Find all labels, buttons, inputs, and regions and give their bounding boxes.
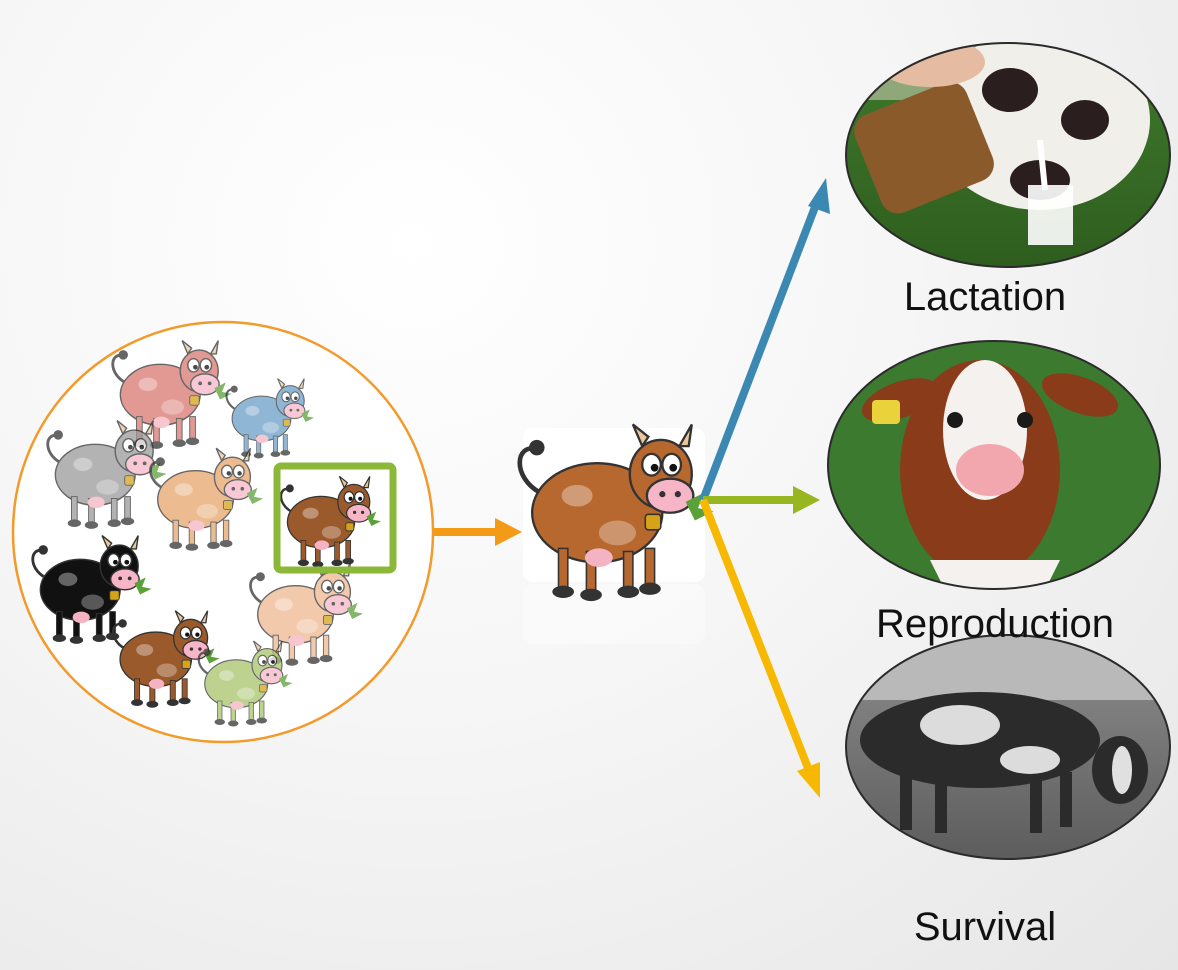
label-lactation: Lactation	[903, 275, 1067, 319]
arrow-to-lactation	[699, 178, 830, 502]
herd-group	[11, 320, 435, 744]
selected-cow-tile	[520, 424, 714, 644]
selected-cow-reflection	[523, 584, 705, 644]
survival-photo	[845, 634, 1171, 860]
arrow-to-survival	[699, 498, 820, 798]
arrow-to-reproduction	[703, 486, 820, 514]
selection-box	[273, 462, 397, 574]
lactation-photo	[845, 42, 1171, 268]
label-reproduction: Reproduction	[876, 602, 1114, 646]
selection-arrow	[433, 518, 522, 546]
reproduction-photo	[827, 340, 1161, 590]
outcome-arrows	[699, 178, 830, 798]
label-survival: Survival	[913, 905, 1057, 949]
